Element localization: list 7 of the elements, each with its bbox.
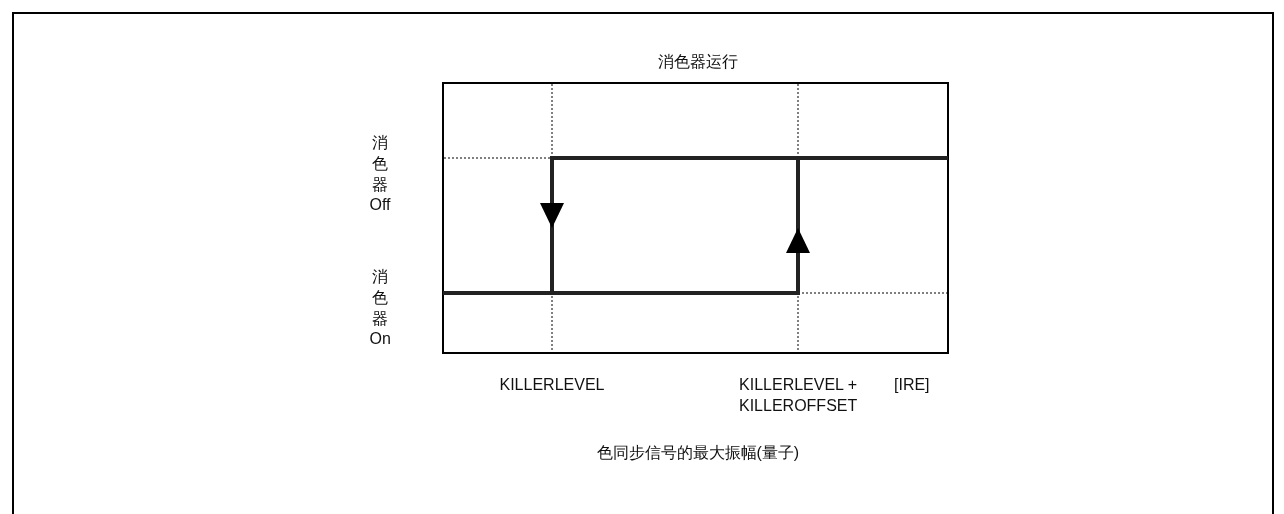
threshold-label: KILLERLEVEL	[499, 375, 605, 395]
state-label: 消色器 Off	[369, 133, 391, 216]
axis-title: 色同步信号的最大振幅(量子)	[596, 443, 800, 463]
unit-label: [IRE]	[894, 375, 930, 395]
state-label: 消色器 On	[369, 267, 391, 350]
chart-title: 消色器运行	[658, 52, 738, 72]
threshold-label: KILLERLEVEL + KILLEROFFSET	[739, 375, 858, 416]
